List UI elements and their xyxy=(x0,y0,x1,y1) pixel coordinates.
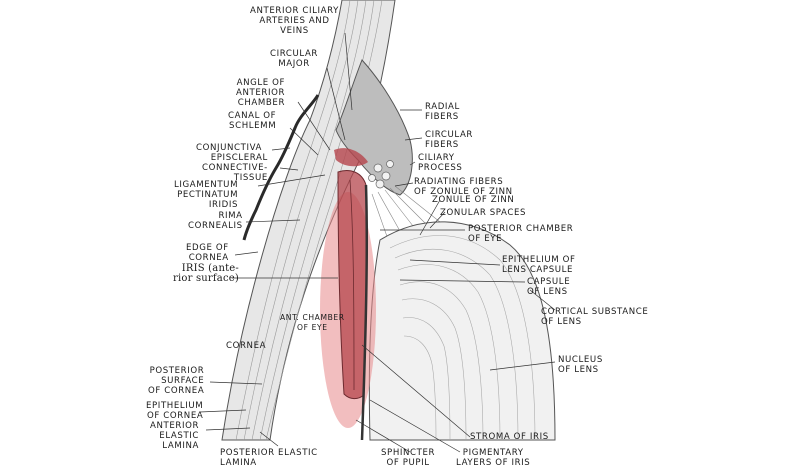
label-circular-fibers: CIRCULAR FIBERS xyxy=(425,130,474,150)
conjunctiva-line xyxy=(242,94,320,241)
label-zonular-spaces: ZONULAR SPACES xyxy=(440,208,527,218)
label-radiating-fibers: RADIATING FIBERS OF ZONULE OF ZINN xyxy=(414,177,513,197)
label-ant-chamber: ANT. CHAMBER OF EYE xyxy=(280,313,345,332)
label-edge-cornea: EDGE OF CORNEA xyxy=(186,243,229,263)
label-circular-major: CIRCULAR MAJOR xyxy=(270,49,319,69)
leader-lines xyxy=(199,32,556,453)
pigmentary-edge xyxy=(360,184,369,441)
label-anterior-ciliary: ANTERIOR CILIARY ARTERIES AND VEINS xyxy=(250,6,339,36)
label-posterior-surface: POSTERIOR SURFACE OF CORNEA xyxy=(148,366,205,396)
label-capsule-lens: CAPSULE OF LENS xyxy=(527,277,571,297)
label-rima: RIMA CORNEALIS xyxy=(188,211,243,231)
label-sphincter: SPHINCTER OF PUPIL xyxy=(381,448,436,468)
label-ligamentum: LIGAMENTUM PECTINATUM IRIDIS xyxy=(174,180,239,210)
label-epithelium-lens: EPITHELIUM OF LENS CAPSULE xyxy=(502,255,576,275)
label-anterior-elastic: ANTERIOR ELASTIC LAMINA xyxy=(150,421,200,451)
label-nucleus: NUCLEUS OF LENS xyxy=(558,355,603,375)
iris xyxy=(334,148,368,400)
ciliary-body xyxy=(335,59,413,196)
label-episcleral: EPISCLERAL CONNECTIVE- TISSUE xyxy=(202,153,268,183)
label-canal-schlemm: CANAL OF SCHLEMM xyxy=(228,111,277,131)
label-conjunctiva: CONJUNCTIVA xyxy=(196,143,263,153)
label-zonule: ZONULE OF ZINN xyxy=(432,195,515,205)
label-cornea: CORNEA xyxy=(226,341,267,351)
label-iris-anterior: IRIS (ante- rior surface) xyxy=(173,263,239,284)
label-posterior-chamber: POSTERIOR CHAMBER OF EYE xyxy=(468,224,574,244)
label-radial-fibers: RADIAL FIBERS xyxy=(425,102,460,122)
label-stroma: STROMA OF IRIS xyxy=(470,432,549,442)
label-angle-chamber: ANGLE OF ANTERIOR CHAMBER xyxy=(236,78,286,108)
label-ciliary-process: CILIARY PROCESS xyxy=(418,153,463,173)
label-posterior-elastic: POSTERIOR ELASTIC LAMINA xyxy=(220,448,318,468)
label-epithelium-cornea: EPITHELIUM OF CORNEA xyxy=(146,401,204,421)
label-pigmentary: PIGMENTARY LAYERS OF IRIS xyxy=(456,448,531,468)
label-cortical: CORTICAL SUBSTANCE OF LENS xyxy=(541,307,649,327)
